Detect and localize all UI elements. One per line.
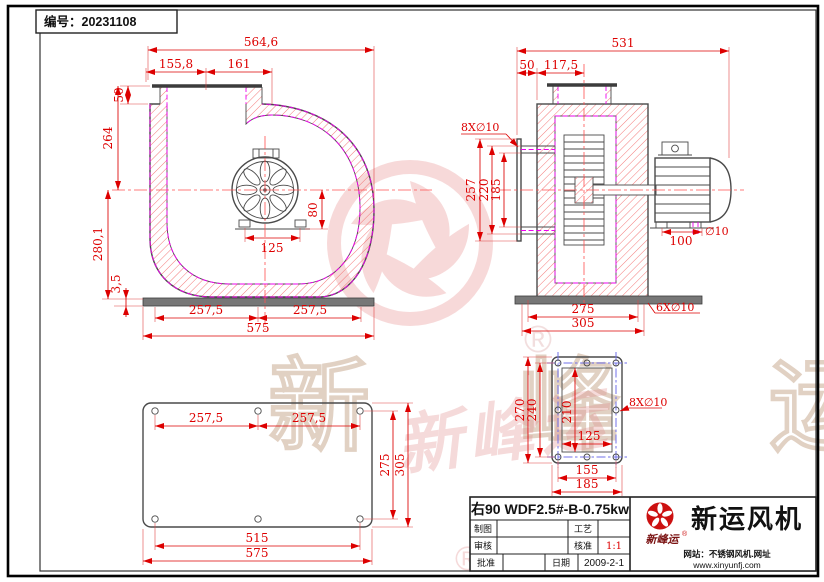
flange-view-dimensions: 270 240 210 125 155 185 8X∅10	[513, 356, 667, 496]
svg-text:185: 185	[576, 477, 599, 491]
scale-value: 1:1	[606, 541, 622, 552]
svg-text:257: 257	[464, 179, 478, 202]
svg-text:515: 515	[246, 531, 269, 545]
svg-text:210: 210	[560, 401, 574, 424]
svg-text:257,5: 257,5	[292, 411, 326, 425]
side-view: 531 50 117,5 8X∅10 257 220 185 100 ∅10	[461, 36, 744, 336]
svg-text:257,5: 257,5	[189, 303, 223, 317]
watermark-text: 新 峰 运	[268, 350, 824, 464]
row-label-draw: 制图	[474, 523, 492, 534]
brand-site-line1: 网站：不锈钢风机.网址	[683, 549, 771, 559]
base-plate-front	[142, 297, 375, 307]
svg-text:185: 185	[489, 179, 503, 202]
impeller-front	[231, 148, 310, 230]
svg-text:100: 100	[670, 234, 693, 248]
svg-text:564,6: 564,6	[244, 35, 278, 49]
svg-text:575: 575	[246, 546, 269, 560]
svg-text:3,5: 3,5	[109, 274, 123, 293]
flange-holes	[554, 359, 620, 461]
svg-text:275: 275	[378, 454, 392, 477]
base-plate-side	[514, 295, 703, 305]
svg-text:80: 80	[306, 202, 320, 217]
motor	[650, 141, 732, 234]
brand-reg-mark: ®	[682, 530, 688, 538]
svg-text:161: 161	[228, 57, 251, 71]
motor-terminal-box	[661, 141, 689, 156]
inner-frame	[39, 9, 817, 572]
svg-text:575: 575	[247, 321, 270, 335]
watermark-logo: ®	[327, 160, 552, 361]
svg-text:264: 264	[101, 126, 115, 149]
brand-site-line2: www.xinyunfj.com	[692, 560, 761, 570]
svg-text:155: 155	[576, 463, 599, 477]
svg-text:8X∅10: 8X∅10	[629, 396, 667, 409]
svg-text:305: 305	[572, 316, 595, 330]
svg-text:125: 125	[261, 241, 284, 255]
svg-text:270: 270	[513, 399, 527, 422]
base-view-dimensions: 257,5 257,5 275 305 515 575	[142, 402, 413, 565]
svg-text:50: 50	[112, 87, 126, 102]
col-label-process: 工艺	[574, 524, 592, 534]
svg-text:155,8: 155,8	[159, 57, 193, 71]
svg-text:257,5: 257,5	[189, 411, 223, 425]
front-view: 564,6 155,8 161 50 264 280,1 3,5 257,5 2…	[91, 35, 432, 340]
svg-text:257,5: 257,5	[293, 303, 327, 317]
flange-bolt-lines	[547, 352, 627, 468]
date-value: 2009-2-1	[584, 558, 624, 569]
serial-label: 编号：20231108	[44, 14, 136, 29]
svg-text:117,5: 117,5	[544, 58, 578, 72]
brand-script: 新峰运	[646, 533, 681, 546]
svg-text:∅10: ∅10	[705, 225, 729, 238]
terminal-box-front	[252, 148, 280, 159]
base-plate-view: 257,5 257,5 275 305 515 575	[142, 402, 413, 565]
flange-view: 270 240 210 125 155 185 8X∅10	[513, 352, 667, 496]
outer-border	[6, 4, 820, 578]
base-plate-holes	[151, 407, 364, 523]
row-label-approve: 批准	[477, 557, 495, 568]
front-view-dimensions: 564,6 155,8 161 50 264 280,1 3,5 257,5 2…	[91, 35, 375, 340]
title-block: 右90 WDF2.5#-B-0.75kw 制图 审核 批准 工艺 核准 日期 1…	[469, 496, 817, 572]
col-label-ratify: 核准	[574, 540, 592, 551]
svg-text:50: 50	[519, 58, 534, 72]
svg-text:125: 125	[578, 429, 601, 443]
row-label-check: 审核	[474, 540, 492, 551]
svg-text:531: 531	[612, 36, 635, 50]
model-designation: 右90 WDF2.5#-B-0.75kw	[470, 501, 629, 517]
svg-text:220: 220	[477, 179, 491, 202]
watermark-reg-symbol: ®	[524, 319, 552, 361]
serial-box: 编号：20231108	[35, 9, 178, 34]
side-view-dimensions: 531 50 117,5 8X∅10 257 220 185 100 ∅10	[461, 36, 730, 336]
svg-text:8X∅10: 8X∅10	[461, 121, 499, 134]
svg-text:275: 275	[572, 302, 595, 316]
brand-logo	[646, 502, 674, 530]
col-label-date: 日期	[552, 558, 570, 568]
svg-text:240: 240	[525, 399, 539, 422]
svg-text:6X∅10: 6X∅10	[656, 301, 694, 314]
svg-text:280,1: 280,1	[91, 227, 105, 261]
brand-name: 新运风机	[691, 504, 803, 534]
svg-text:305: 305	[393, 454, 407, 477]
